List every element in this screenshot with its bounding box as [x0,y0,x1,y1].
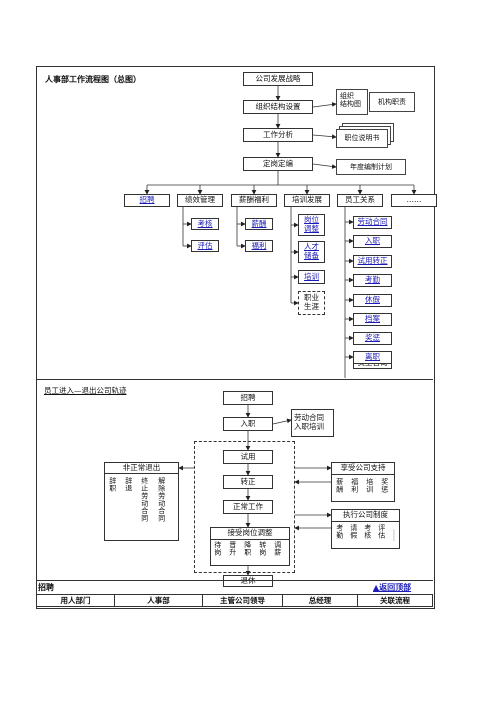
flow-policy: 执行公司制度 [331,509,400,549]
footer-section-title: 招聘 [38,582,54,592]
header-cell-related: 关联流程 [380,596,410,605]
adjust-item: 待岗 [213,541,222,556]
flow-policy-title: 执行公司制度 [343,510,388,519]
flow-abnormal-exit: 非正常退出 [104,462,179,541]
header-cell-leader: 主管公司领导 [203,595,283,606]
perf-assess[interactable]: 考核 [191,218,219,230]
cat-relations: 员工关系 [337,194,383,207]
flow-trial: 试用 [223,450,273,464]
duty-doc: 机构职责 [369,92,415,112]
flow-retire: 退休 [223,575,273,587]
trial-dashed-frame [194,441,295,573]
train-career: 职业 生涯 [298,291,325,315]
flow-onboard: 入职 [223,417,273,431]
adjust-item: 降职 [243,541,252,556]
rel-leave[interactable]: 休假 [353,294,392,307]
rel-reward[interactable]: 奖惩 [353,332,392,345]
policy-item: 考核 [363,524,372,539]
policy-item: 评估 [377,524,386,539]
header-cell-gm: 总经理 [283,595,358,606]
flow-normal-work: 正常工作 [223,500,273,514]
abnormal-item: 解除劳动合同 [157,477,166,522]
rel-trial-regular[interactable]: 试用转正 [353,255,392,268]
abnormal-divider [104,473,179,474]
cat-recruit[interactable]: 招聘 [124,194,170,207]
back-to-top-link[interactable]: ▲返回顶部 [373,582,412,592]
footer-divider [36,580,433,581]
flow-abnormal-title: 非正常退出 [122,463,161,472]
support-item: 奖惩 [380,478,389,493]
policy-item: 请假 [349,524,358,539]
flow-adjust-title: 接受岗位调整 [227,528,273,537]
train-training[interactable]: 培训 [298,270,325,284]
strategy-box: 公司发展战略 [243,72,313,86]
footer-header-row: 用人部门 人事部 主管公司领导 总经理 关联流程 [36,594,433,607]
support-item: 培训 [365,478,374,493]
flow-adjust-group: 接受岗位调整 [210,527,290,566]
train-job-adjust[interactable]: 岗位 调整 [298,214,325,236]
policy-more: …… [391,529,399,541]
train-talent-reserve[interactable]: 人才 储备 [298,241,325,263]
flow-onboard-training: 入职培训 [294,422,324,431]
support-divider [331,474,395,475]
cat-training: 培训发展 [284,194,330,207]
adjust-divider [210,539,290,540]
abnormal-item: 辞退 [124,477,133,492]
comp-welfare[interactable]: 福利 [245,240,273,252]
abnormal-item: 辞职 [108,477,117,492]
header-cell-dept: 用人部门 [37,595,115,606]
org-setup-box: 组织结构设置 [243,100,313,114]
abnormal-item: 终止劳动合同 [140,477,149,522]
job-desc-doc: 职位说明书 [336,129,388,148]
policy-item: 考勤 [335,524,344,539]
rel-attendance[interactable]: 考勤 [353,274,392,287]
job-analysis-box: 工作分析 [243,128,313,142]
support-item: 福利 [350,478,359,493]
flow-support-title: 享受公司支持 [340,463,386,472]
cat-compensation: 薪酬福利 [231,194,277,207]
staffing-box: 定岗定编 [243,157,313,171]
flow-onboard-docs: 劳动合同 入职培训 [291,409,334,437]
flow-regular: 转正 [223,475,273,489]
rel-resign[interactable]: 离职 [353,351,392,364]
adjust-item: 转岗 [258,541,267,556]
page-frame [36,66,435,609]
rel-labor-contract[interactable]: 劳动合同 [353,216,392,229]
cat-performance: 绩效管理 [177,194,223,207]
staffing-plan-doc: 年度编制计划 [336,159,406,175]
overview-divider [36,379,433,380]
org-chart-doc: 组织 结构图 [336,89,368,115]
overview-title: 人事部工作流程图（总图） [45,74,141,84]
header-cell-hr: 人事部 [115,595,203,606]
rel-archive[interactable]: 档案 [353,313,392,326]
adjust-item: 晋升 [228,541,237,556]
support-item: 薪酬 [335,478,344,493]
flow-labor-contract: 劳动合同 [294,413,324,423]
flow-title: 员工进入—退出公司轨迹 [44,386,127,395]
adjust-item: 调薪 [273,541,282,556]
perf-evaluate[interactable]: 评估 [191,240,219,252]
flow-support: 享受公司支持 [331,462,395,502]
rel-onboard[interactable]: 入职 [353,235,392,248]
comp-salary[interactable]: 薪酬 [245,218,273,230]
cat-more: …… [391,194,437,207]
policy-divider [331,521,400,522]
flow-recruit: 招聘 [223,391,273,405]
